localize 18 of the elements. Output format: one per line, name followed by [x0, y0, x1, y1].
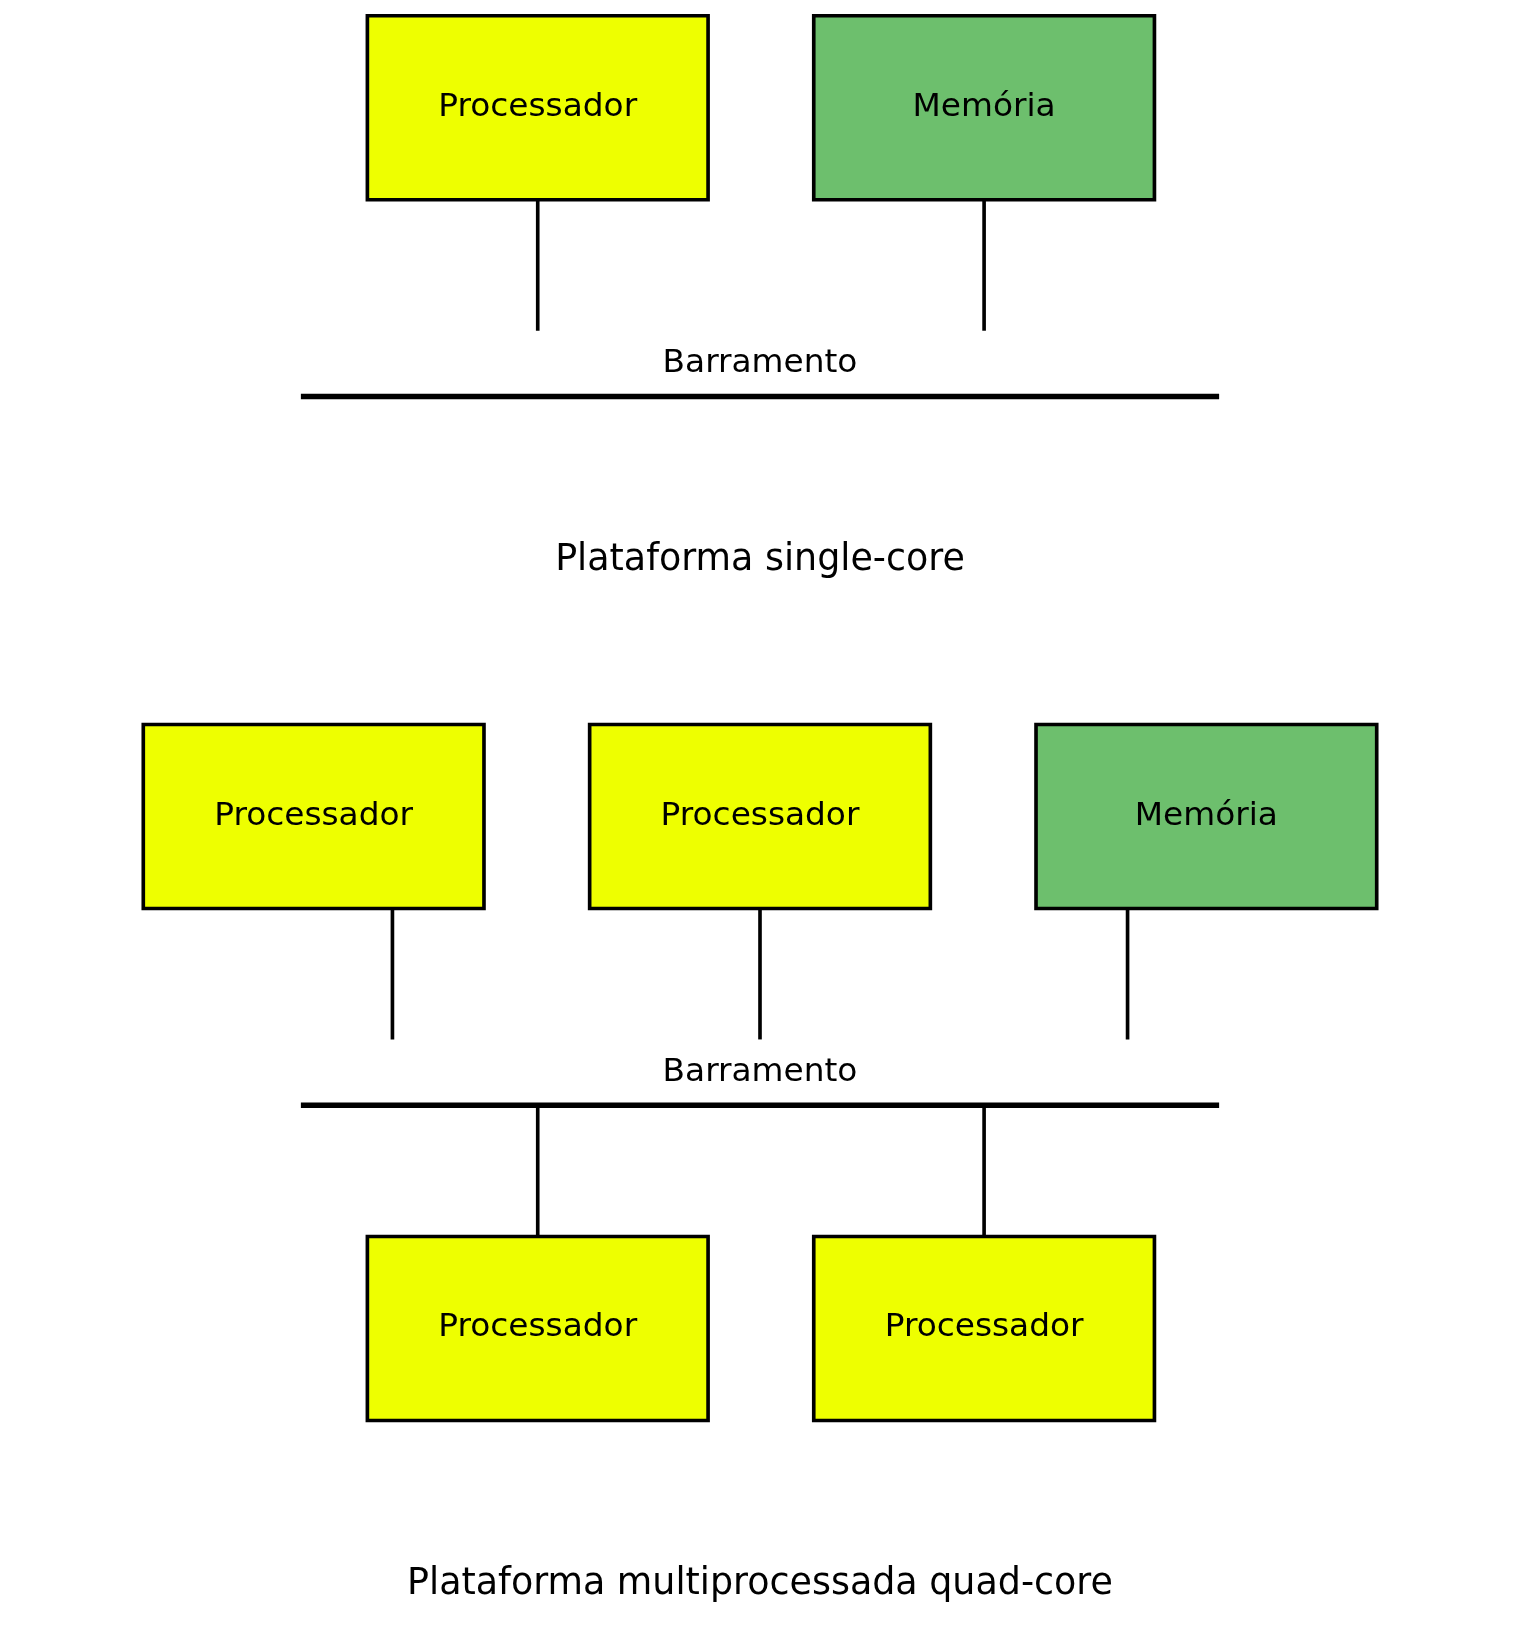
node-text: Barramento: [662, 341, 857, 380]
connector: [535, 200, 540, 331]
connector: [390, 908, 394, 1040]
connector: [535, 1105, 540, 1237]
connector: [757, 908, 762, 1040]
node-box: Memória: [1033, 722, 1379, 911]
node-box: Processador: [140, 722, 486, 911]
label: Plataforma multiprocessada quad-core: [406, 1559, 1113, 1603]
node-box: Processador: [587, 722, 932, 911]
node-box: Memória: [811, 13, 1156, 202]
label: Plataforma single-core: [554, 535, 965, 579]
node-text: Barramento: [662, 1050, 857, 1089]
connector: [981, 1105, 986, 1237]
node-box: Processador: [365, 1234, 710, 1423]
node-box: Processador: [811, 1234, 1156, 1423]
connector: [1125, 908, 1129, 1040]
connector: [981, 200, 986, 331]
node-box: Processador: [365, 13, 710, 202]
